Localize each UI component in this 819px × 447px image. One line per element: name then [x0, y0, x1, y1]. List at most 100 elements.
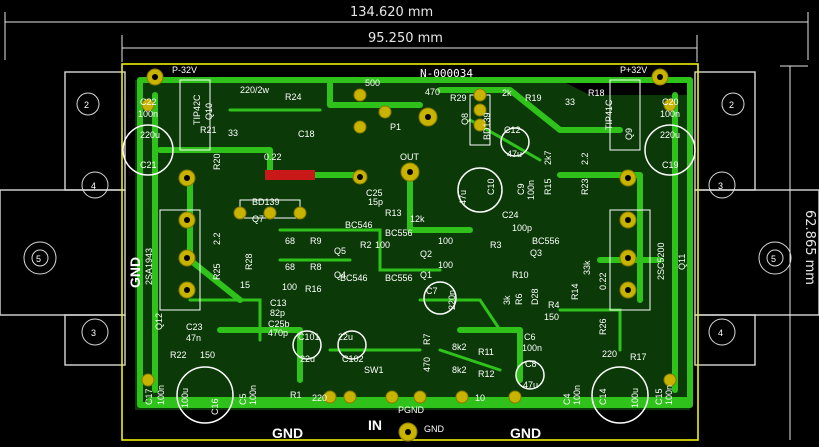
- svg-text:C20: C20: [662, 97, 679, 107]
- svg-text:R2: R2: [360, 240, 372, 250]
- svg-text:C13: C13: [270, 298, 287, 308]
- svg-text:220: 220: [602, 349, 617, 359]
- cap-c8: [515, 360, 545, 390]
- svg-text:R16: R16: [305, 284, 322, 294]
- svg-text:470: 470: [425, 87, 440, 97]
- svg-text:R26: R26: [598, 318, 608, 335]
- svg-text:100u: 100u: [180, 388, 190, 408]
- cap-c16: [176, 366, 234, 424]
- svg-text:100p: 100p: [512, 223, 532, 233]
- svg-text:3k: 3k: [502, 295, 512, 305]
- svg-text:C14: C14: [598, 388, 608, 405]
- svg-text:C12: C12: [504, 125, 521, 135]
- svg-text:100n: 100n: [572, 385, 582, 405]
- svg-text:5: 5: [771, 254, 776, 264]
- svg-text:BC556: BC556: [385, 228, 413, 238]
- svg-text:33k: 33k: [582, 260, 592, 275]
- svg-text:Q8: Q8: [460, 113, 470, 125]
- transistor-q11: [609, 209, 651, 311]
- in-label: IN: [368, 417, 382, 433]
- cap-c102: [337, 330, 367, 360]
- svg-text:8k2: 8k2: [452, 342, 467, 352]
- svg-text:R20: R20: [212, 153, 222, 170]
- gnd-pad-label: GND: [424, 424, 445, 434]
- svg-text:R13: R13: [385, 208, 402, 218]
- svg-text:BD139: BD139: [482, 112, 492, 140]
- svg-text:BC546: BC546: [340, 273, 368, 283]
- svg-text:Q9: Q9: [624, 128, 634, 140]
- mount-hole-5-right: 5: [758, 241, 792, 275]
- svg-text:R15: R15: [543, 178, 553, 195]
- svg-text:R25: R25: [212, 263, 222, 280]
- svg-text:C17: C17: [144, 388, 154, 405]
- svg-text:0.22: 0.22: [598, 272, 608, 290]
- dimension-right: 62.865 mm: [780, 65, 817, 440]
- gnd-label-bottom-right: GND: [510, 425, 541, 441]
- svg-text:C24: C24: [502, 210, 519, 220]
- svg-text:100n: 100n: [156, 385, 166, 405]
- svg-text:R6: R6: [514, 293, 524, 305]
- svg-text:C21: C21: [140, 160, 157, 170]
- svg-text:2: 2: [84, 100, 89, 110]
- net-label: N-000034: [420, 67, 473, 80]
- svg-text:2: 2: [729, 100, 734, 110]
- svg-text:R28: R28: [244, 253, 254, 270]
- svg-text:C9: C9: [516, 183, 526, 195]
- cap-c7: [423, 281, 457, 315]
- svg-text:D28: D28: [530, 288, 540, 305]
- svg-text:R9: R9: [310, 236, 322, 246]
- svg-text:Q1: Q1: [420, 270, 432, 280]
- svg-text:100n: 100n: [660, 109, 680, 119]
- svg-text:68: 68: [285, 262, 295, 272]
- svg-text:C18: C18: [298, 129, 315, 139]
- svg-text:R23: R23: [580, 178, 590, 195]
- svg-text:22u: 22u: [300, 354, 315, 364]
- svg-text:47n: 47n: [186, 333, 201, 343]
- svg-text:Q4: Q4: [334, 270, 346, 280]
- svg-text:47u: 47u: [523, 380, 538, 390]
- svg-text:R4: R4: [548, 300, 560, 310]
- svg-text:R8: R8: [310, 262, 322, 272]
- transistor-q9: [609, 79, 641, 151]
- svg-text:TIP42C: TIP42C: [192, 94, 202, 125]
- svg-text:500: 500: [365, 78, 380, 88]
- transistor-q10: [179, 79, 211, 151]
- svg-text:C16: C16: [210, 398, 220, 415]
- svg-text:220n: 220n: [447, 290, 457, 310]
- svg-text:R11: R11: [478, 347, 494, 357]
- svg-text:C5: C5: [238, 393, 248, 405]
- pgnd-label: PGND: [398, 405, 425, 415]
- electrolytic-capacitors: [122, 124, 696, 424]
- heatsink-outline: [0, 71, 819, 366]
- svg-text:R12: R12: [478, 369, 495, 379]
- svg-text:R3: R3: [490, 240, 502, 250]
- svg-text:100: 100: [375, 240, 390, 250]
- dimension-top-outer: 134.620 mm: [4, 5, 809, 60]
- svg-text:100n: 100n: [664, 385, 674, 405]
- svg-text:R29: R29: [450, 93, 467, 103]
- svg-text:2.2: 2.2: [212, 232, 222, 245]
- svg-text:5: 5: [36, 254, 41, 264]
- svg-text:100n: 100n: [138, 109, 158, 119]
- svg-text:C8: C8: [525, 359, 537, 369]
- svg-text:C101: C101: [298, 332, 320, 342]
- svg-text:150: 150: [200, 350, 215, 360]
- svg-text:SW1: SW1: [364, 365, 384, 375]
- svg-text:R14: R14: [570, 283, 580, 300]
- mount-hole-2-right: 2: [721, 92, 745, 116]
- svg-text:33: 33: [565, 97, 575, 107]
- svg-text:220: 220: [312, 393, 327, 403]
- svg-text:82p: 82p: [270, 308, 285, 318]
- gnd-label-bottom-left: GND: [272, 425, 303, 441]
- out-label: OUT: [400, 152, 420, 162]
- svg-text:R24: R24: [285, 92, 302, 102]
- svg-text:R18: R18: [588, 88, 605, 98]
- cap-c21: [122, 124, 174, 176]
- svg-text:3: 3: [718, 181, 723, 191]
- svg-text:C7: C7: [426, 286, 438, 296]
- svg-text:15: 15: [240, 280, 250, 290]
- svg-text:2k: 2k: [502, 88, 512, 98]
- svg-text:100n: 100n: [248, 385, 258, 405]
- svg-text:BC546: BC546: [345, 220, 373, 230]
